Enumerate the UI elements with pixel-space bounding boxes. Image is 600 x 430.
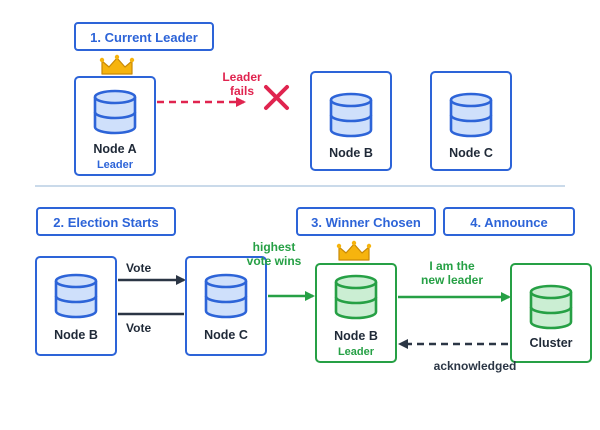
- node-c-top: Node C: [430, 71, 512, 171]
- database-icon: [529, 284, 573, 330]
- acknowledged-label: acknowledged: [434, 359, 517, 373]
- step-4-label: 4. Announce: [443, 207, 575, 236]
- database-icon: [334, 274, 378, 320]
- wins-label-line1: highest: [253, 240, 296, 254]
- vote-label-bottom: Vote: [126, 321, 151, 335]
- svg-text:Node A: Node A: [93, 142, 136, 156]
- node-b-voter: Node B: [35, 256, 117, 356]
- database-icon: [93, 89, 137, 135]
- database-icon: [204, 273, 248, 319]
- node-b-new-leader: Node B Leader: [315, 263, 397, 363]
- svg-text:3. Winner Chosen: 3. Winner Chosen: [311, 215, 421, 230]
- node-c-candidate: Node C: [185, 256, 267, 356]
- crown-icon: [336, 240, 372, 261]
- svg-text:4. Announce: 4. Announce: [470, 215, 548, 230]
- database-icon: [449, 92, 493, 138]
- svg-text:Node B: Node B: [334, 329, 378, 343]
- x-mark-icon: [264, 85, 289, 110]
- svg-text:1. Current Leader: 1. Current Leader: [90, 30, 198, 45]
- svg-text:Node C: Node C: [449, 146, 493, 160]
- failure-label-line1: Leader: [222, 70, 262, 84]
- crown-icon: [99, 54, 135, 75]
- database-icon: [54, 273, 98, 319]
- svg-text:Node B: Node B: [54, 328, 98, 342]
- svg-text:Leader: Leader: [338, 346, 375, 358]
- step-1-label: 1. Current Leader: [74, 22, 214, 51]
- database-icon: [329, 92, 373, 138]
- svg-text:Leader: Leader: [97, 159, 134, 171]
- step-2-label: 2. Election Starts: [36, 207, 176, 236]
- wins-label-line2: vote wins: [247, 254, 302, 268]
- svg-text:Node B: Node B: [329, 146, 373, 160]
- vote-label-top: Vote: [126, 261, 151, 275]
- svg-text:Node C: Node C: [204, 328, 248, 342]
- announce-label-line1: I am the: [429, 259, 475, 273]
- failure-label-line2: fails: [230, 84, 254, 98]
- node-b-top: Node B: [310, 71, 392, 171]
- step-3-label: 3. Winner Chosen: [296, 207, 436, 236]
- announce-label-line2: new leader: [421, 273, 483, 287]
- svg-text:Cluster: Cluster: [529, 336, 572, 350]
- svg-text:2. Election Starts: 2. Election Starts: [53, 215, 158, 230]
- node-a-current-leader: Node A Leader: [74, 76, 156, 176]
- cluster-node: Cluster: [510, 263, 592, 363]
